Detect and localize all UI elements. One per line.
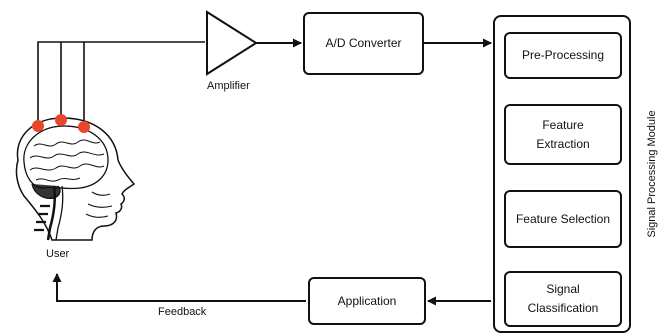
feature-extraction-box: Feature Extraction: [504, 104, 622, 165]
arrow-feedback-to-user: [52, 273, 306, 302]
amplifier-symbol: [206, 10, 258, 76]
electrode-wires: [37, 41, 205, 126]
head-illustration: [15, 117, 136, 241]
electrode-2: [55, 114, 67, 126]
signal-classification-box: Signal Classification: [504, 271, 622, 327]
module-label: Signal Processing Module: [646, 110, 658, 238]
feature-selection-box: Feature Selection: [504, 190, 622, 248]
feedback-label: Feedback: [158, 306, 207, 318]
user-label: User: [46, 248, 70, 260]
pre-processing-box: Pre-Processing: [504, 32, 622, 79]
ad-converter-box: A/D Converter: [303, 12, 424, 75]
application-box: Application: [308, 277, 426, 325]
amplifier-label: Amplifier: [207, 80, 250, 92]
electrode-3: [78, 121, 90, 133]
electrode-1: [32, 120, 44, 132]
